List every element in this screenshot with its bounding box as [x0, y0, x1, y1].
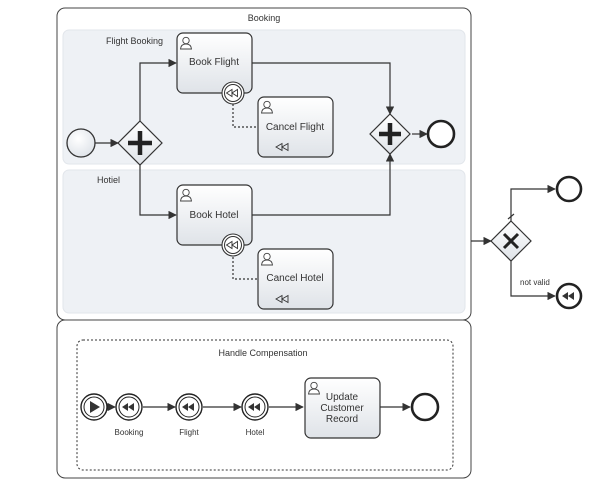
booking-end-event[interactable] [426, 119, 456, 149]
update-label-line-2: Customer [320, 403, 364, 414]
compensate-flight-event[interactable] [175, 393, 203, 421]
flight-compensation-boundary-event[interactable] [221, 81, 245, 105]
task-book-hotel[interactable]: Book Hotel [176, 184, 253, 246]
hotel-compensation-boundary-event[interactable] [221, 233, 245, 257]
flow-split-to-book-hotel [139, 165, 177, 220]
flow-split-to-book-flight [139, 58, 177, 121]
cancel-flight-label: Cancel Flight [266, 122, 325, 133]
flow-gateway-to-success-end [510, 184, 556, 221]
compensate-hotel-label: Hotel [246, 428, 265, 437]
rewind-icon [225, 240, 238, 250]
cancel-hotel-label: Cancel Hotel [266, 273, 323, 284]
default-flow-marker [507, 213, 515, 220]
book-hotel-label: Book Hotel [190, 210, 239, 221]
compensate-booking-event[interactable] [115, 393, 143, 421]
rewind-icon [275, 142, 289, 152]
handler-start-event[interactable] [80, 393, 108, 421]
book-flight-box [176, 32, 253, 94]
user-icon [261, 252, 273, 266]
task-cancel-flight[interactable]: Cancel Flight [257, 96, 334, 158]
update-customer-record-box [304, 377, 381, 439]
exclusive-gateway[interactable] [490, 220, 532, 262]
user-icon [308, 381, 320, 395]
update-label-line-1: Update [326, 392, 359, 403]
rewind-icon [182, 403, 194, 411]
cancel-flight-box [257, 96, 334, 158]
update-label-line-3: Record [326, 414, 358, 425]
compensate-booking-label: Booking [115, 428, 144, 437]
compensate-hotel-event[interactable] [241, 393, 269, 421]
lane-hotel [62, 169, 466, 314]
user-icon [180, 36, 192, 50]
compensation-end-event[interactable] [555, 282, 583, 310]
handler-dotted-frame[interactable] [76, 339, 454, 471]
flow-gateway-to-not-valid [510, 261, 556, 301]
handler-end-event[interactable] [410, 392, 440, 422]
x-icon [502, 232, 520, 250]
plus-icon [379, 123, 401, 145]
success-end-event[interactable] [555, 175, 583, 203]
rewind-icon [122, 403, 134, 411]
task-update-customer-record[interactable]: Update Customer Record [304, 377, 381, 439]
play-icon [90, 401, 100, 413]
flow-book-hotel-to-join [252, 153, 395, 216]
rewind-icon [225, 88, 238, 98]
task-book-flight[interactable]: Book Flight [176, 32, 253, 94]
compensate-flight-label: Flight [179, 428, 199, 437]
parallel-split-gateway[interactable] [117, 120, 163, 166]
plus-icon [128, 131, 152, 155]
book-flight-label: Book Flight [189, 57, 239, 68]
lane-label-hotel: Hotiel [97, 175, 120, 185]
parallel-join-gateway[interactable] [369, 113, 411, 155]
task-cancel-hotel[interactable]: Cancel Hotel [257, 248, 334, 310]
booking-title: Booking [248, 13, 281, 23]
rewind-icon [562, 292, 574, 300]
association-hotel-compensation [232, 257, 258, 280]
rewind-icon [248, 403, 260, 411]
flow-book-flight-to-join [252, 62, 395, 115]
handler-title: Handle Compensation [218, 348, 307, 358]
user-icon [180, 188, 192, 202]
user-icon [261, 100, 273, 114]
book-hotel-box [176, 184, 253, 246]
not-valid-label: not valid [520, 278, 550, 287]
cancel-hotel-box [257, 248, 334, 310]
lane-label-flight-booking: Flight Booking [106, 36, 163, 46]
rewind-icon [275, 294, 289, 304]
booking-start-event[interactable] [66, 128, 96, 158]
